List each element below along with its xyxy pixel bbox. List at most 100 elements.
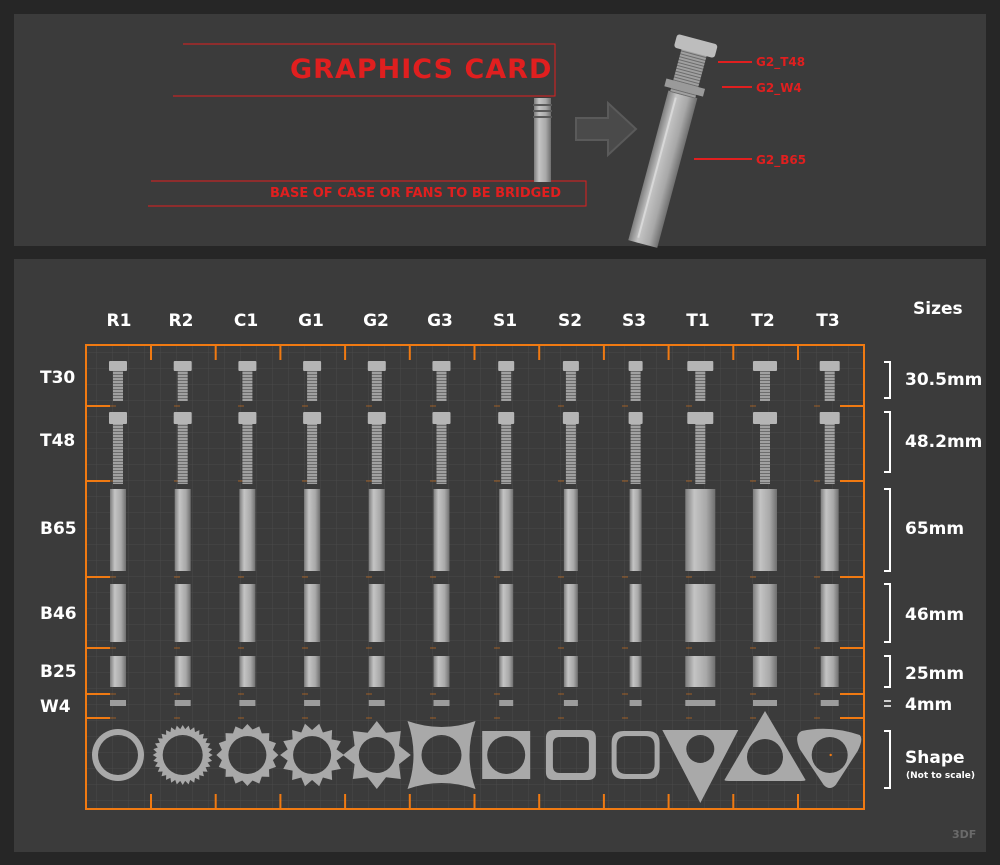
part-t3-t48-head [819,412,840,424]
part-s3-b65 [629,489,642,571]
base-of-case-label: BASE OF CASE OR FANS TO BE BRIDGED [270,186,562,201]
part-t3-t30-thread [824,371,835,401]
size-b46: 46mm [905,605,965,625]
part-t1-w4 [685,700,716,706]
part-s2-b46 [563,584,578,642]
part-g3-t48-head [432,412,451,424]
row-label-t30: T30 [40,368,76,388]
part-t1-b65 [685,489,716,571]
part-r1-t48-head [109,412,127,424]
shape-c1 [216,724,279,786]
row-label-b46: B46 [40,604,77,624]
part-t1-b46 [685,584,716,642]
shape-g3 [407,721,476,789]
part-c1-t48-thread [242,424,253,484]
column-label-r1: R1 [106,311,132,331]
part-r1-w4 [110,700,126,706]
part-s1-w4 [499,700,514,706]
part-r2-t48-head [173,412,192,424]
watermark-logo: 3DF [952,828,977,841]
column-label-s3: S3 [621,311,647,331]
part-t3-w4 [820,700,839,706]
size-bracket [884,583,891,643]
part-s1-t48-head [498,412,515,424]
part-g2-t48-thread [371,424,382,484]
shape-r2 [152,725,213,785]
part-r2-b65 [174,489,191,571]
part-c1-b46 [239,584,256,642]
part-s1-b46 [499,584,514,642]
shape-s2 [545,730,596,780]
part-t1-t30-thread [695,371,706,401]
column-label-s2: S2 [557,311,583,331]
part-label-t48: G2_T48 [756,55,806,69]
part-g1-b25 [304,656,321,687]
part-g3-t30-head [432,361,451,371]
standoff-small [534,98,551,182]
part-c1-b65 [239,489,256,571]
size-bracket [884,488,891,572]
size-bracket [884,411,891,473]
part-g2-t48-head [367,412,386,424]
part-s2-t30-head [562,361,579,371]
part-s2-t48-thread [565,424,576,484]
column-label-s1: S1 [492,311,518,331]
standoff-small-ring [533,110,552,112]
shape-t1 [662,730,739,803]
part-t1-t30-head [687,361,714,371]
shape-s3 [611,731,660,779]
part-c1-t48-head [238,412,257,424]
column-label-t3: T3 [816,311,840,331]
column-label-t2: T2 [751,311,775,331]
graphics-card-title: GRAPHICS CARD [290,54,553,85]
part-g2-t30-head [367,361,386,371]
size-bracket [884,655,891,688]
part-s3-b46 [629,584,642,642]
shape-t2 [724,711,806,781]
part-s2-b25 [563,656,578,687]
part-s3-b25 [629,656,642,687]
column-label-r2: R2 [168,311,194,331]
part-g1-t30-thread [307,371,318,401]
part-g2-t30-thread [371,371,382,401]
shape-note: (Not to scale) [906,771,975,781]
part-r2-t30-thread [177,371,188,401]
part-s3-t48-head [628,412,643,424]
row-label-w4: W4 [40,697,71,717]
shape-t3 [797,728,862,788]
part-g1-b46 [304,584,321,642]
part-t2-t30-head [753,361,777,371]
part-t2-b46 [753,584,777,642]
tilted-standoff-body [628,90,698,248]
part-g1-t30-head [303,361,322,371]
size-w4: 4mm [905,695,953,715]
part-r1-t30-thread [113,371,123,401]
part-g3-w4 [433,700,450,706]
row-label-t48: T48 [40,431,76,451]
part-c1-w4 [239,700,256,706]
size-t30: 30.5mm [905,370,983,390]
row-label-b65: B65 [40,519,77,539]
standoff-small-ring [533,116,552,118]
part-t1-t48-thread [695,424,706,484]
part-t3-b25 [820,656,839,687]
standoff-small-ring [533,104,552,106]
part-t3-t30-head [819,361,840,371]
shape-g1 [280,723,345,787]
size-bracket [884,361,891,399]
part-t2-b65 [753,489,777,571]
column-label-c1: C1 [233,311,259,331]
size-t48: 48.2mm [905,432,983,452]
size-b25: 25mm [905,664,965,684]
part-t1-b25 [685,656,716,687]
base-frame [148,180,587,207]
part-s3-t48-thread [630,424,641,484]
part-g3-b46 [433,584,450,642]
part-s3-w4 [629,700,642,706]
part-s3-t30-thread [630,371,641,401]
part-t1-t48-head [687,412,714,424]
shape-t3-center-dot [829,753,832,757]
part-r2-t48-thread [177,424,188,484]
part-t3-b46 [820,584,839,642]
part-g3-b25 [433,656,450,687]
